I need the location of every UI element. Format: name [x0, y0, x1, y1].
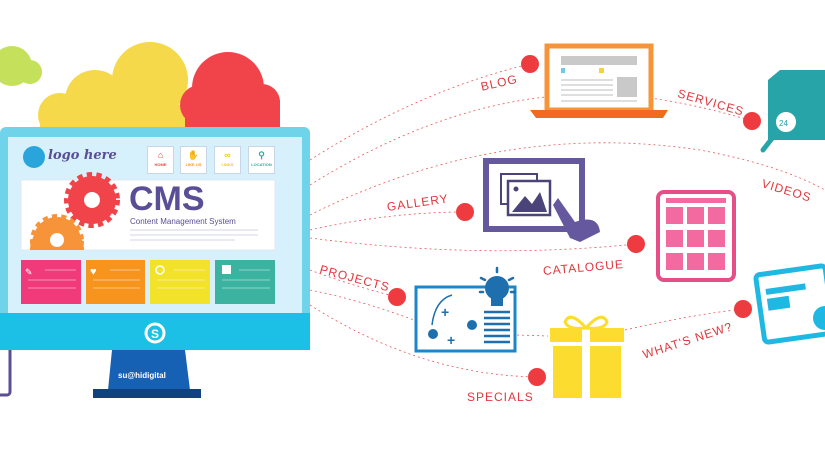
pen-icon: ✎ — [25, 267, 33, 277]
home-icon: ⌂ — [157, 150, 164, 160]
red-cloud — [180, 52, 280, 127]
heart-icon: ♥ — [90, 266, 97, 278]
monitor-base — [93, 389, 201, 398]
laptop-icon — [530, 43, 668, 118]
content-cards: ✎ ♥ — [21, 260, 275, 304]
news-icon — [753, 263, 825, 345]
svg-text:24: 24 — [779, 119, 788, 128]
nav-home[interactable]: ⌂HOME — [147, 146, 174, 174]
projects-board-icon: + + — [414, 266, 517, 353]
svg-text:+: + — [441, 304, 449, 320]
thumbs-up-icon: ✋ — [187, 150, 200, 160]
gift-icon — [550, 315, 624, 398]
nav-links[interactable]: ∞LINKS — [214, 146, 241, 174]
link-icon: ∞ — [224, 150, 231, 160]
monitor-stand — [108, 350, 190, 390]
orange-gear-icon — [30, 214, 84, 250]
nav-like-us[interactable]: ✋LIKE US — [180, 146, 207, 174]
yellow-cloud — [38, 42, 200, 137]
red-gear-icon — [64, 172, 120, 228]
svg-text:+: + — [447, 332, 455, 348]
banner-subtitle: Content Management System — [130, 217, 236, 226]
s-logo-icon — [144, 322, 166, 344]
banner-title: CMS — [129, 180, 205, 218]
green-cloud — [0, 46, 42, 86]
logo-icon — [23, 146, 45, 168]
label-specials[interactable]: SPECIALS — [467, 390, 534, 404]
location-pin-icon: ⚲ — [258, 150, 265, 160]
box-icon — [222, 265, 231, 274]
nav-location[interactable]: ⚲LOCATION — [248, 146, 275, 174]
svg-text:S: S — [151, 327, 159, 341]
brand-label: su@hidigital — [118, 371, 166, 380]
lightbulb-icon — [485, 276, 509, 300]
logo-text[interactable]: logo here — [48, 148, 117, 163]
services-box-icon: 24 — [760, 70, 825, 153]
gallery-icon — [483, 158, 600, 242]
connector-dots — [388, 55, 761, 386]
catalogue-icon — [656, 190, 736, 282]
search-icon — [155, 265, 165, 275]
connector-lines — [309, 63, 825, 378]
